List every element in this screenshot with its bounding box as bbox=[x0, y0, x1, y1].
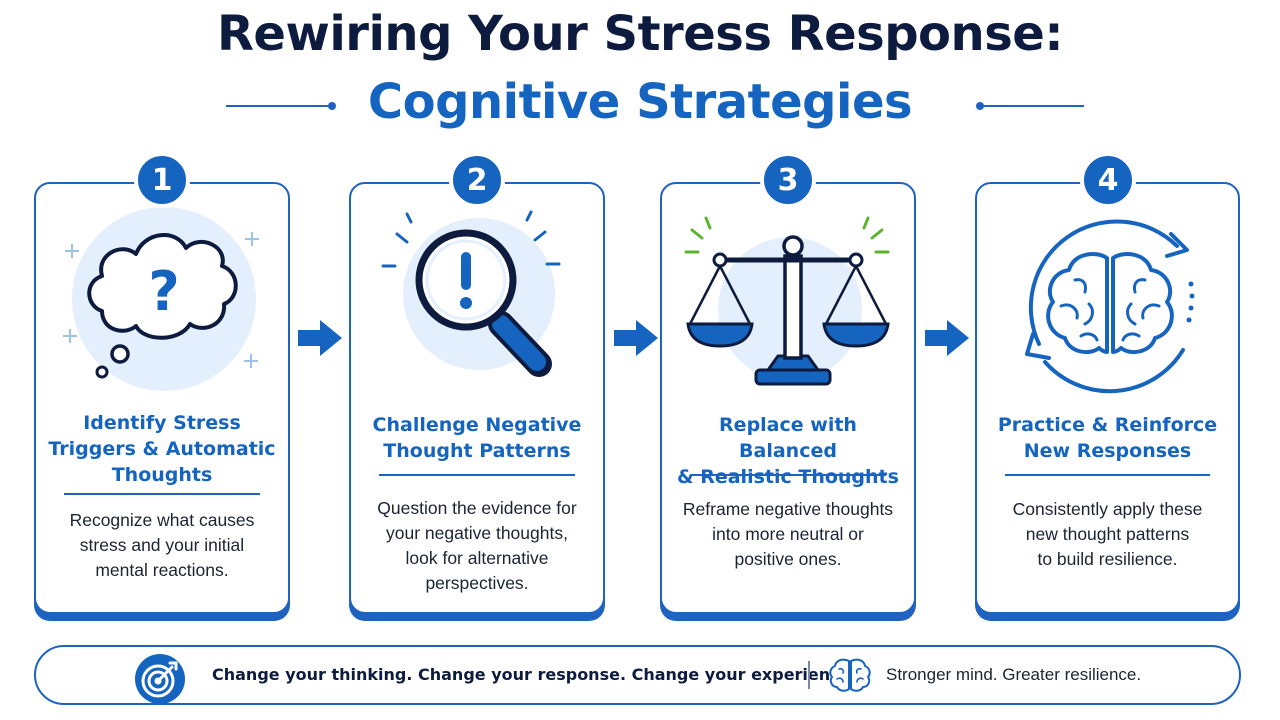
target-icon bbox=[135, 654, 185, 704]
step-card-2: Challenge Negative Thought Patterns Ques… bbox=[349, 182, 605, 614]
step-4-title: Practice & Reinforce New Responses bbox=[997, 414, 1218, 462]
title-decoration-dot-left bbox=[328, 102, 336, 110]
step-badge-3: 3 bbox=[760, 152, 816, 208]
step-card-1: ? Identify Stress Triggers & Automatic T… bbox=[34, 182, 290, 614]
footer-banner: Change your thinking. Change your respon… bbox=[34, 645, 1241, 705]
footer-sub-text: Stronger mind. Greater resilience. bbox=[886, 665, 1142, 684]
arrow-right-icon bbox=[614, 320, 658, 356]
brain-icon bbox=[829, 658, 871, 692]
step-1-title: Identify Stress Triggers & Automatic Tho… bbox=[48, 412, 276, 486]
footer-separator bbox=[808, 661, 810, 689]
step-2-title: Challenge Negative Thought Patterns bbox=[372, 414, 582, 462]
step-4-description: Consistently apply these new thought pat… bbox=[1012, 499, 1203, 569]
balance-scale-icon bbox=[684, 216, 890, 386]
page-title: Rewiring Your Stress Response: bbox=[216, 6, 1064, 62]
step-card-4: Practice & Reinforce New Responses Consi… bbox=[975, 182, 1240, 614]
svg-text:?: ? bbox=[148, 260, 179, 323]
title-decoration-line-left bbox=[226, 105, 330, 107]
step-2-description: Question the evidence for your negative … bbox=[377, 498, 577, 593]
step-badge-1: 1 bbox=[134, 152, 190, 208]
title-decoration-dot-right bbox=[976, 102, 984, 110]
brain-cycle-icon bbox=[1025, 219, 1195, 394]
step-1-description: Recognize what causes stress and your in… bbox=[69, 510, 255, 580]
step-badge-2: 2 bbox=[449, 152, 505, 208]
step-3-divider bbox=[690, 474, 886, 476]
step-2-divider bbox=[379, 474, 575, 476]
page-subtitle: Cognitive Strategies bbox=[367, 74, 913, 130]
step-1-divider bbox=[64, 493, 260, 495]
step-4-divider bbox=[1005, 474, 1210, 476]
magnifying-glass-exclamation-icon bbox=[381, 210, 561, 377]
step-3-title: Replace with Balanced & Realistic Though… bbox=[677, 414, 899, 488]
thought-cloud-question-icon: ? bbox=[63, 207, 259, 391]
title-decoration-line-right bbox=[982, 105, 1084, 107]
step-badge-4: 4 bbox=[1080, 152, 1136, 208]
arrow-right-icon bbox=[298, 320, 342, 356]
step-3-description: Reframe negative thoughts into more neut… bbox=[682, 499, 894, 569]
footer-main-text: Change your thinking. Change your respon… bbox=[212, 665, 857, 684]
step-card-3: Replace with Balanced & Realistic Though… bbox=[660, 182, 916, 614]
arrow-right-icon bbox=[925, 320, 969, 356]
